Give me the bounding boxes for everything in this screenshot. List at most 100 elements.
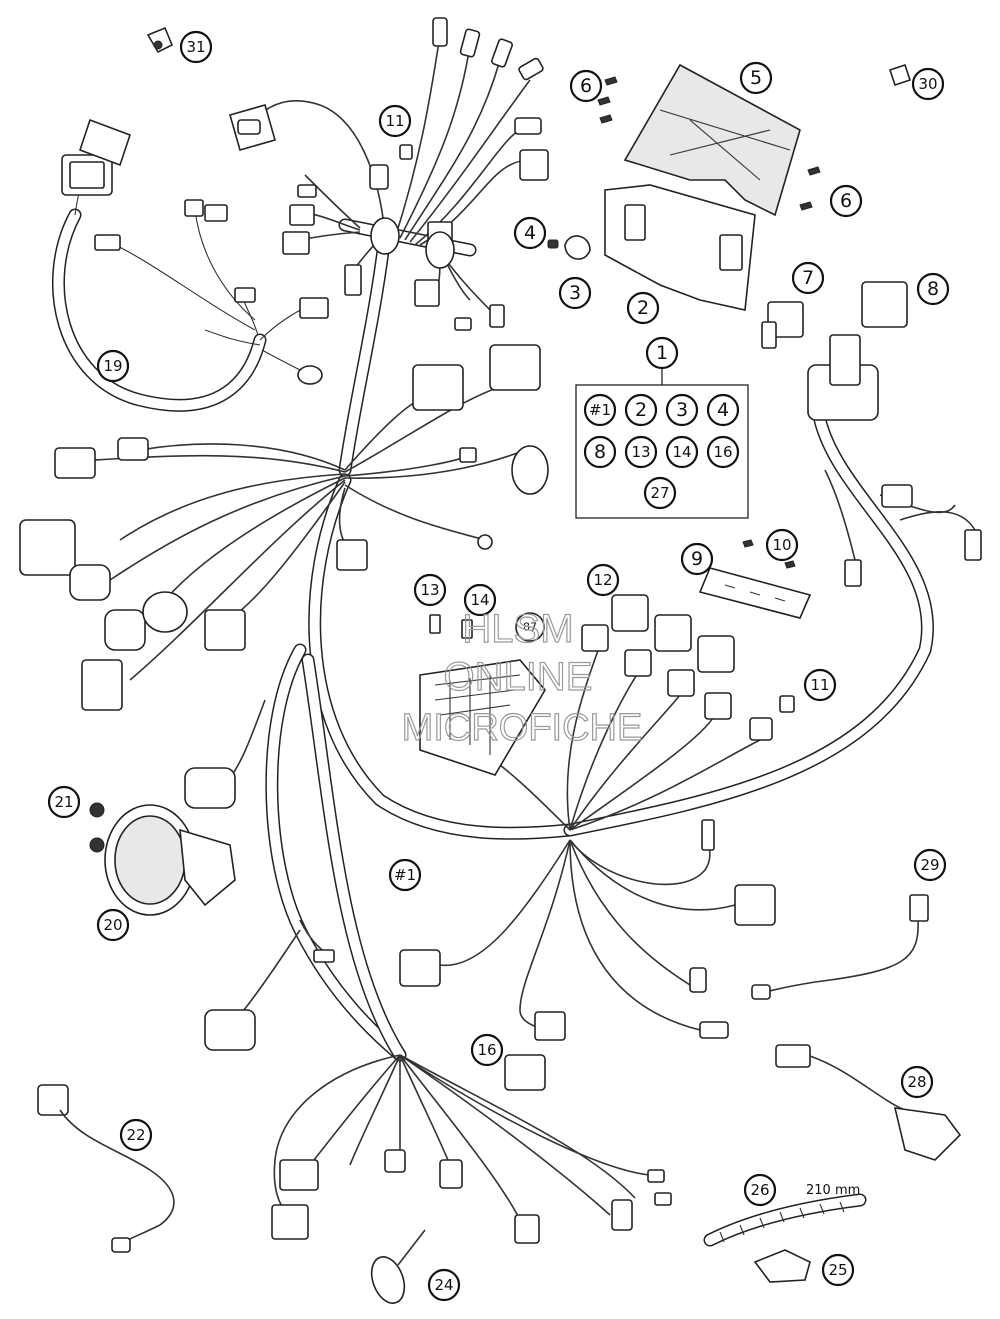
svg-text:19: 19: [103, 357, 122, 375]
fuse-box-cover-5: [623, 63, 801, 217]
callout-26: 26: [743, 1173, 777, 1207]
connector-8: [861, 281, 908, 328]
callout-11-right: 11: [803, 668, 837, 702]
svg-text:1: 1: [656, 342, 668, 364]
horn-20: [104, 804, 236, 916]
screws-6: [597, 76, 821, 211]
connectors: 87: [19, 17, 982, 1304]
watermark-line-2: ONLINE: [444, 655, 593, 699]
callout-31: 31: [179, 30, 213, 64]
callout-13: 13: [413, 573, 447, 607]
svg-text:30: 30: [918, 75, 937, 93]
svg-text:8: 8: [594, 441, 606, 463]
svg-text:7: 7: [802, 267, 814, 289]
svg-text:27: 27: [650, 484, 669, 502]
bottom-fan-connectors: [271, 1149, 672, 1244]
svg-text:10: 10: [772, 536, 791, 554]
svg-text:13: 13: [420, 581, 439, 599]
cable-29: [751, 894, 929, 1000]
fuse-box-base-2: [604, 184, 756, 311]
svg-text:12: 12: [593, 571, 612, 589]
svg-text:4: 4: [717, 399, 729, 421]
kit-contents-box: #1 2 3 4 8 13 14 16: [575, 368, 749, 519]
kit-item: #1: [583, 393, 617, 427]
clip-3-4: [547, 235, 591, 260]
svg-text:14: 14: [470, 591, 489, 609]
svg-text:20: 20: [103, 916, 122, 934]
svg-text:13: 13: [631, 443, 650, 461]
cable-28: [775, 1044, 962, 1161]
callout-24: 24: [427, 1268, 461, 1302]
dimension-label: 210 mm: [806, 1183, 860, 1198]
svg-text:16: 16: [713, 443, 732, 461]
callout-6-left: 6: [569, 69, 603, 103]
svg-text:26: 26: [750, 1181, 769, 1199]
svg-text:2: 2: [635, 399, 647, 421]
callouts: 31 30 11 6 5 6 4 3 2 7 8 19 1 10 9 12 13…: [47, 30, 950, 1302]
svg-text:22: 22: [126, 1126, 145, 1144]
svg-text:3: 3: [569, 282, 581, 304]
svg-text:9: 9: [691, 548, 703, 570]
left-connectors: [19, 437, 246, 809]
sensor-22: [59, 1109, 175, 1253]
callout-4: 4: [513, 216, 547, 250]
svg-text:#1: #1: [394, 866, 416, 884]
callout-2: 2: [626, 291, 660, 325]
svg-text:16: 16: [477, 1041, 496, 1059]
main-fuse-box: 87: [419, 612, 546, 776]
callout-22: 22: [119, 1118, 153, 1152]
kit-item: 27: [643, 476, 677, 510]
callout-11-top: 11: [378, 104, 412, 138]
right-connectors: [807, 334, 982, 587]
kit-item: 4: [706, 393, 740, 427]
callout-1: 1: [645, 336, 679, 370]
callout-19: 19: [96, 349, 130, 383]
relay-7: [761, 301, 804, 349]
svg-text:3: 3: [676, 399, 688, 421]
part-30: [888, 63, 912, 87]
relay-87-label: 87: [523, 621, 537, 634]
fuses-13-14: [429, 614, 473, 639]
callout-29: 29: [913, 848, 947, 882]
svg-text:21: 21: [54, 793, 73, 811]
watermark: HLSM ONLINE MICROFICHE: [401, 606, 643, 749]
kit-item: 8: [583, 435, 617, 469]
svg-text:25: 25: [828, 1261, 847, 1279]
clip-25: [753, 1249, 811, 1283]
callout-3: 3: [558, 276, 592, 310]
svg-text:4: 4: [524, 222, 536, 244]
svg-text:6: 6: [840, 190, 852, 212]
kit-item: 2: [624, 393, 658, 427]
callout-21: 21: [47, 785, 81, 819]
svg-text:2: 2: [637, 297, 649, 319]
svg-text:28: 28: [907, 1073, 926, 1091]
callout-16: 16: [470, 1033, 504, 1067]
callout-9: 9: [680, 542, 714, 576]
cable-tie-24: [370, 1229, 426, 1304]
connector-top-left: [229, 104, 276, 151]
kit-item: 16: [706, 435, 740, 469]
fuse-board-9: [698, 539, 812, 619]
callout-30: 30: [911, 67, 945, 101]
watermark-line-3: MICROFICHE: [402, 707, 643, 749]
callout-20: 20: [96, 908, 130, 942]
svg-text:31: 31: [186, 38, 205, 56]
callout-14: 14: [463, 583, 497, 617]
relays-12: [581, 594, 795, 741]
callout-7: 7: [791, 261, 825, 295]
svg-text:14: 14: [672, 443, 691, 461]
callout-8: 8: [916, 272, 950, 306]
kit-item: 13: [624, 435, 658, 469]
svg-text:5: 5: [750, 67, 762, 89]
conduit-26: [703, 1193, 867, 1247]
callout-10: 10: [765, 528, 799, 562]
svg-text:11: 11: [810, 676, 829, 694]
svg-text:11: 11: [385, 112, 404, 130]
callout-28: 28: [900, 1065, 934, 1099]
bolts-21: [89, 802, 105, 853]
svg-text:6: 6: [580, 75, 592, 97]
lower-left-connectors: [37, 949, 335, 1116]
kit-item: 3: [665, 393, 699, 427]
top-pigtails: [369, 17, 549, 190]
